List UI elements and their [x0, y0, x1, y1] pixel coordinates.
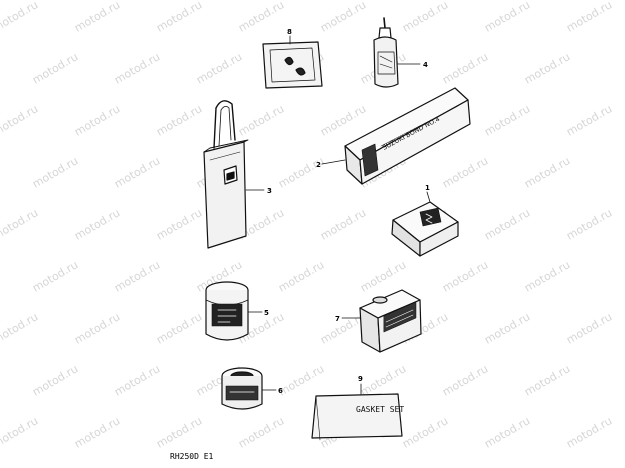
callout-4: 4 — [423, 61, 428, 69]
diagram-caption: RH250D E1 — [170, 452, 214, 461]
callout-8: 8 — [287, 28, 292, 36]
callout-9: 9 — [358, 375, 363, 383]
callout-6: 6 — [278, 387, 283, 395]
item-8-packet — [262, 35, 323, 89]
callout-7: 7 — [335, 315, 340, 323]
item-7-can — [341, 289, 422, 353]
callout-2: 2 — [316, 161, 321, 169]
item-3-tool-bag — [203, 100, 265, 249]
item-6-small-tin — [221, 367, 277, 410]
item-5-tin — [205, 281, 263, 341]
item-4-oil-bottle — [373, 17, 421, 88]
item-2-bond-box — [321, 87, 471, 185]
callout-3: 3 — [267, 187, 272, 195]
callout-5: 5 — [264, 309, 269, 317]
gasket-set-label: GASKET SET — [356, 405, 404, 414]
item-1-case — [391, 191, 459, 257]
callout-1: 1 — [425, 184, 430, 192]
item-9-gasket-set — [311, 383, 403, 441]
